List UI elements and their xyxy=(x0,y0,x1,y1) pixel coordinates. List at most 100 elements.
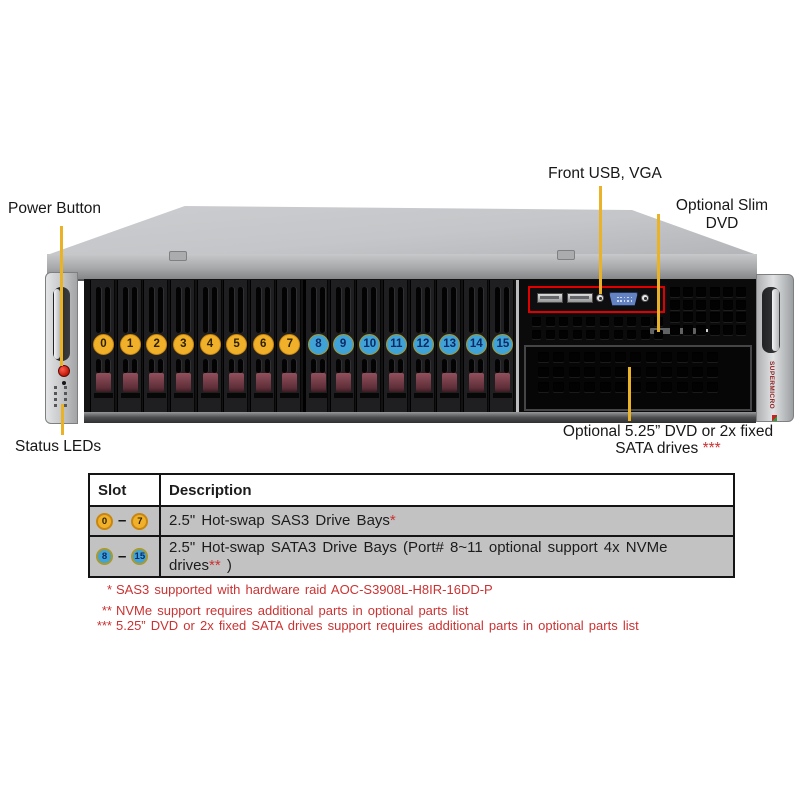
vga-pin-dot xyxy=(627,296,629,298)
drive-vent-slot xyxy=(495,287,501,333)
vent-hole xyxy=(676,382,688,392)
drive-vent-slot xyxy=(468,287,474,333)
front-usb-vga-leader-line xyxy=(599,186,602,294)
vent-hole xyxy=(736,312,746,323)
drive-slot-number-badge: 10 xyxy=(359,334,381,355)
optical-bay-label-line2: SATA drives xyxy=(615,439,703,457)
status-led-icon xyxy=(54,398,57,401)
vent-hole xyxy=(722,324,733,335)
vent-hole xyxy=(696,287,707,297)
vent-hole xyxy=(683,299,694,310)
vent-hole xyxy=(599,352,611,362)
drive-vent-slot xyxy=(397,359,403,373)
drive-latch-base xyxy=(493,393,513,398)
vent-hole xyxy=(613,330,623,339)
drive-vent-slot xyxy=(388,359,394,373)
usb-vga-highlight-box xyxy=(528,286,665,313)
vent-hole xyxy=(709,312,720,323)
drive-bay: 12 xyxy=(409,280,435,412)
drive-latch-base xyxy=(413,393,433,398)
drive-vent-slot xyxy=(282,359,288,373)
drive-slot-number-badge: 5 xyxy=(226,334,248,355)
drive-vent-slot xyxy=(362,287,368,333)
vent-hole xyxy=(553,382,565,392)
vent-hole xyxy=(683,312,694,323)
drive-vent-slot xyxy=(255,287,261,333)
drive-vent-slot xyxy=(105,359,110,373)
optional-slim-dvd-line2: DVD xyxy=(705,215,739,232)
brand-logo-icon xyxy=(772,415,777,421)
vent-hole xyxy=(572,317,582,326)
drive-latch-base xyxy=(333,393,353,398)
vga-screw-icon xyxy=(641,294,649,302)
drive-latch xyxy=(229,373,245,392)
drive-vent-slot xyxy=(131,287,137,333)
drive-bay: 7 xyxy=(276,280,302,412)
drive-vent-slot xyxy=(371,287,377,333)
footnote-marker-inline: * xyxy=(389,512,396,530)
drive-vent-slot xyxy=(211,359,217,373)
vent-hole xyxy=(722,312,733,323)
drive-slot-number-badge: 0 xyxy=(93,334,114,355)
drive-vent-slot xyxy=(468,359,474,373)
lid-latch-icon xyxy=(557,250,575,260)
drive-latch-base xyxy=(360,393,380,398)
vga-pin-dot xyxy=(617,296,619,298)
vent-hole xyxy=(630,382,642,392)
drive-vent-slot xyxy=(238,359,244,373)
drive-slot-number-badge: 14 xyxy=(465,334,487,355)
drive-latch xyxy=(311,373,326,392)
drive-slot-number-badge: 3 xyxy=(172,334,194,355)
vent-hole xyxy=(692,382,703,392)
drive-bay: 14 xyxy=(462,280,488,412)
drive-bay: 3 xyxy=(169,280,195,412)
drive-bay: 15 xyxy=(489,280,515,412)
drive-latch xyxy=(442,373,458,392)
drive-latch xyxy=(335,373,351,392)
drive-bay: 13 xyxy=(436,280,462,412)
front-usb-vga-label: Front USB, VGA xyxy=(548,165,662,182)
vent-hole xyxy=(676,367,688,377)
status-led-icon xyxy=(64,404,67,407)
drive-vent-slot xyxy=(175,287,181,333)
status-led-icon xyxy=(64,398,67,401)
range-dash: – xyxy=(118,547,127,565)
drive-latch xyxy=(202,373,218,392)
vent-hole xyxy=(707,382,719,392)
drive-bay: 6 xyxy=(249,280,275,412)
drive-vent-slot xyxy=(175,359,181,373)
description-cell: 2.5" Hot-swap SAS3 Drive Bays* xyxy=(159,505,735,537)
drive-vent-slot xyxy=(122,359,128,373)
description-text: drives xyxy=(169,556,210,574)
vent-hole xyxy=(670,312,680,323)
vga-pin-dot xyxy=(623,300,626,302)
status-led-cluster xyxy=(52,386,73,410)
drive-vent-slot xyxy=(442,359,448,373)
drive-latch xyxy=(122,373,138,392)
drive-latch-base xyxy=(440,393,460,398)
description-text: 2.5" Hot-swap SAS3 Drive Bays xyxy=(169,512,390,530)
drive-latch xyxy=(495,373,511,392)
vga-screw-icon xyxy=(596,294,604,302)
drive-bay: 10 xyxy=(356,280,382,412)
vent-hole xyxy=(615,367,626,377)
drive-vent-slot xyxy=(255,359,261,373)
vent-hole xyxy=(736,299,746,310)
status-led-icon xyxy=(64,386,67,389)
status-led-icon xyxy=(54,386,57,389)
vent-hole xyxy=(696,299,707,310)
drive-vent-slot xyxy=(362,359,368,373)
slot-range-cell: 8–15 xyxy=(88,535,161,578)
vent-hole xyxy=(586,330,596,339)
vent-hole xyxy=(599,382,611,392)
vent-hole xyxy=(670,324,680,335)
vent-hole xyxy=(553,352,565,362)
vent-hole xyxy=(696,312,707,323)
vent-hole xyxy=(654,330,664,339)
drive-latch-base xyxy=(94,393,113,398)
drive-bay: 0 xyxy=(90,280,115,412)
drive-vent-slot xyxy=(238,287,244,333)
footnote-text: 5.25” DVD or 2x fixed SATA drives suppor… xyxy=(116,618,639,633)
